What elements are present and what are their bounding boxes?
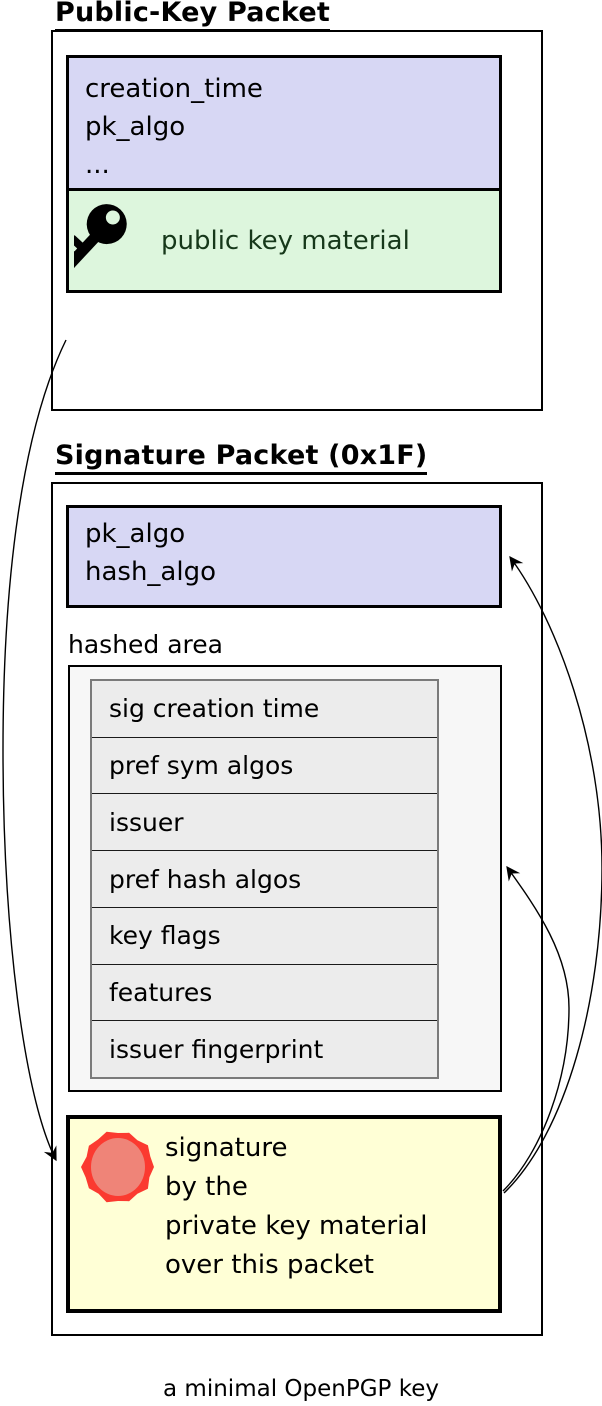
field-creation-time: creation_time <box>85 74 263 104</box>
hashed-row-issuer-fingerprint: issuer fingerprint <box>92 1020 437 1077</box>
signature-line-3: private key material <box>165 1211 428 1241</box>
hashed-row-issuer: issuer <box>92 793 437 850</box>
hashed-row-key-flags: key flags <box>92 906 437 964</box>
hashed-row-pref-hash-algos: pref hash algos <box>92 850 437 907</box>
hashed-row-pref-sym-algos: pref sym algos <box>92 736 437 794</box>
hashed-row-features: features <box>92 963 437 1021</box>
field-hash-algo: hash_algo <box>85 557 217 587</box>
public-key-material-label: public key material <box>161 225 410 256</box>
hashed-area-label: hashed area <box>68 630 223 659</box>
hashed-area-box: sig creation time pref sym algos issuer … <box>68 665 502 1092</box>
public-key-packet-title: Public-Key Packet <box>55 0 330 32</box>
key-icon <box>54 197 160 293</box>
signature-line-2: by the <box>165 1172 248 1202</box>
seal-icon <box>80 1127 158 1213</box>
public-key-material-box: public key material <box>54 191 502 293</box>
signature-line-1: signature <box>165 1133 288 1163</box>
hashed-area-table: sig creation time pref sym algos issuer … <box>90 679 439 1079</box>
signature-line-4: over this packet <box>165 1250 375 1280</box>
field-pk-algo: pk_algo <box>85 519 186 549</box>
field-pk-algo: pk_algo <box>85 112 186 142</box>
public-key-fields-box: creation_time pk_algo ... <box>66 55 502 191</box>
signature-algo-fields-box: pk_algo hash_algo <box>66 505 502 608</box>
diagram-caption: a minimal OpenPGP key <box>163 1376 439 1402</box>
field-ellipsis: ... <box>85 150 110 180</box>
signature-box: signature by the private key material ov… <box>66 1115 502 1313</box>
signature-packet-title: Signature Packet (0x1F) <box>55 440 428 475</box>
hashed-row-sig-creation-time: sig creation time <box>109 694 320 724</box>
